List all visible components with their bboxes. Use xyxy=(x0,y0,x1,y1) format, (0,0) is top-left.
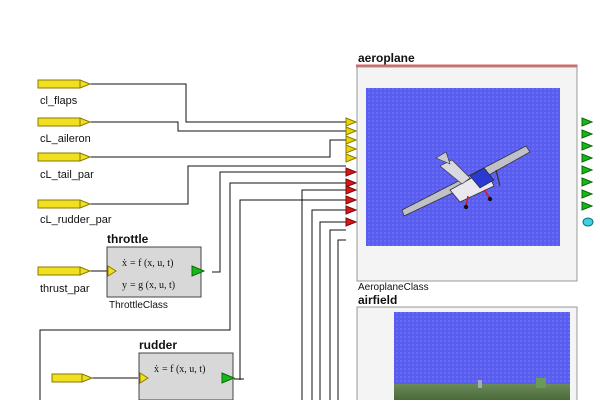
wire-red-5 xyxy=(319,221,346,400)
throttle-title: throttle xyxy=(107,232,149,246)
input-label-cl-rudder: cL_rudder_par xyxy=(40,214,112,226)
input-label-cl-tail: cL_tail_par xyxy=(40,169,94,181)
throttle-eq2-rhs: = g (x, u, t) xyxy=(130,280,175,291)
rudder-equations: ẋ = f (x, u, t) xyxy=(154,364,205,375)
wire-red-1 xyxy=(39,182,346,400)
wire-throttle-out xyxy=(212,171,346,273)
input-label-cl-flaps: cl_flaps xyxy=(40,95,78,107)
airfield-title: airfield xyxy=(358,293,398,307)
aeroplane-output-ports xyxy=(581,117,594,227)
wire-cl-tail xyxy=(88,139,346,158)
connector-cl-rudder xyxy=(37,199,92,209)
aeroplane-title: aeroplane xyxy=(358,51,415,65)
wire-red-4 xyxy=(311,209,346,400)
throttle-eq2-lhs: y xyxy=(122,280,127,291)
wire-cl-aileron xyxy=(88,121,346,132)
airfield-ground xyxy=(394,384,570,400)
aeroplane-input-ports xyxy=(345,117,358,227)
connector-cl-aileron xyxy=(37,117,92,127)
throttle-class-label: ThrottleClass xyxy=(109,300,168,311)
input-label-cl-aileron: cL_aileron xyxy=(40,133,91,145)
throttle-equations: ẋ = f (x, u, t) y = g (x, u, t) xyxy=(122,258,175,291)
wire-red-2 xyxy=(239,199,346,380)
rudder-eq1-lhs: ẋ xyxy=(154,364,159,375)
input-label-thrust: thrust_par xyxy=(40,283,90,295)
throttle-eq1-lhs: ẋ xyxy=(122,258,127,269)
wire-cl-flaps xyxy=(88,83,346,123)
aeroplane-view xyxy=(366,88,560,246)
aeroplane-class-label: AeroplaneClass xyxy=(358,282,429,293)
wire-red-7 xyxy=(337,239,346,400)
rudder-title: rudder xyxy=(139,338,178,352)
airfield-block[interactable] xyxy=(356,306,578,405)
airplane-icon xyxy=(401,145,531,217)
connector-rudder-in xyxy=(51,373,94,383)
connector-thrust xyxy=(37,266,92,276)
rudder-eq1-rhs: = f (x, u, t) xyxy=(162,364,205,375)
wire-red-6 xyxy=(329,229,346,400)
throttle-block[interactable] xyxy=(106,246,206,298)
aeroplane-block[interactable] xyxy=(345,64,594,282)
wire-red-3 xyxy=(301,189,346,400)
connector-cl-flaps xyxy=(37,79,92,89)
wire-cl-rudder xyxy=(88,165,346,205)
rudder-block[interactable] xyxy=(138,352,236,401)
input-connectors xyxy=(37,79,94,383)
connector-cl-tail xyxy=(37,152,92,162)
throttle-eq1-rhs: = f (x, u, t) xyxy=(130,258,173,269)
